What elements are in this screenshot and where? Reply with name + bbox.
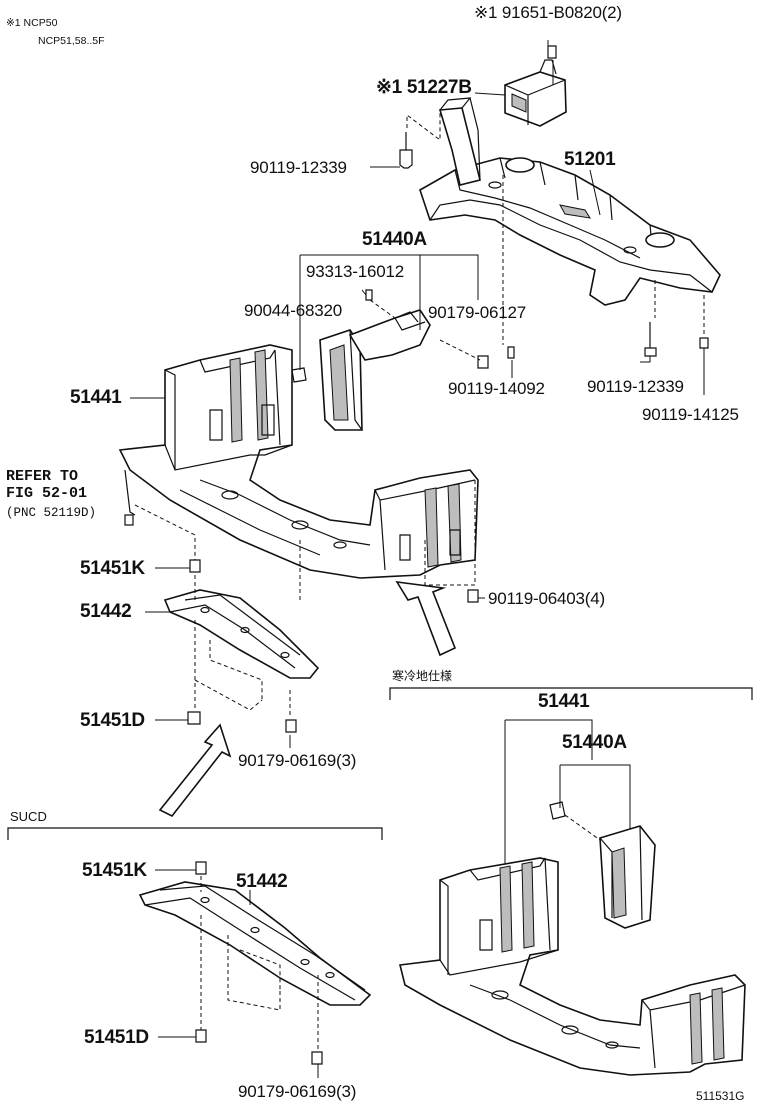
- label-51442-sucd: 51442: [236, 871, 288, 892]
- label-51451d-sucd: 51451D: [84, 1027, 149, 1048]
- top-bolts: [399, 112, 709, 357]
- label-51201: 51201: [564, 149, 616, 170]
- refer-to-line1: REFER TO: [6, 468, 79, 485]
- under-cover-drawing: [118, 344, 479, 603]
- note-mark-line1: ※1 NCP50: [6, 17, 58, 29]
- cover-plate-drawing: [163, 559, 320, 733]
- label-90179-06169: 90179-06169(3): [238, 751, 357, 770]
- label-51227b: ※1 51227B: [376, 77, 472, 98]
- label-90179-06127: 90179-06127: [428, 303, 527, 322]
- label-93313-16012: 93313-16012: [306, 262, 405, 281]
- label-90119-14125: 90119-14125: [642, 405, 739, 424]
- label-90119-06403: 90119-06403(4): [488, 589, 605, 608]
- engine-mount-drawing: [504, 40, 567, 127]
- leader-lines: [130, 92, 705, 1078]
- label-91651-b0820: ※1 91651-B0820(2): [474, 3, 622, 22]
- figure-code: 511531G: [696, 1089, 745, 1103]
- sucd-drawing: [138, 861, 372, 1065]
- crossmember-drawing: [419, 97, 721, 306]
- label-90119-12339-top: 90119-12339: [250, 158, 347, 177]
- label-90044-68320: 90044-68320: [244, 301, 343, 320]
- label-51442: 51442: [80, 601, 132, 622]
- section-brackets: [7, 254, 753, 870]
- label-51451k: 51451K: [80, 558, 145, 579]
- refer-to-line3: (PNC 52119D): [6, 506, 97, 520]
- cold-spec-drawing: [399, 801, 746, 1076]
- arrows: [158, 580, 457, 818]
- label-51451d: 51451D: [80, 710, 145, 731]
- label-51440a: 51440A: [362, 229, 427, 250]
- note-mark-line2: NCP51,58..5F: [38, 35, 105, 47]
- label-51441-cold: 51441: [538, 691, 590, 712]
- cold-spec-heading: 寒冷地仕様: [392, 669, 453, 683]
- sucd-heading: SUCD: [10, 809, 47, 824]
- bracket-drawing: [291, 289, 515, 431]
- label-90119-14092: 90119-14092: [448, 379, 545, 398]
- label-90119-12339-right: 90119-12339: [587, 377, 684, 396]
- refer-to-line2: FIG 52-01: [6, 485, 88, 502]
- label-90179-06169-sucd: 90179-06169(3): [238, 1082, 357, 1101]
- label-51441: 51441: [70, 387, 122, 408]
- label-51451k-sucd: 51451K: [82, 860, 147, 881]
- label-51440a-cold: 51440A: [562, 732, 627, 753]
